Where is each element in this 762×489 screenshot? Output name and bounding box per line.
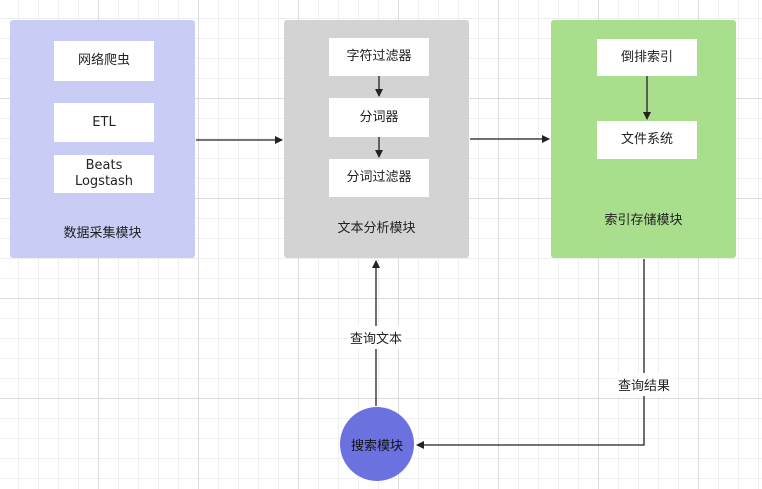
query-text-label: 查询文本 xyxy=(347,326,406,349)
data-collection-module-label: 数据采集模块 xyxy=(63,226,142,241)
token-filter-box: 分词过滤器 xyxy=(329,159,429,197)
etl-box: ETL xyxy=(54,103,154,142)
web-crawler-box: 网络爬虫 xyxy=(54,41,154,81)
char-filter-box: 字符过滤器 xyxy=(329,38,429,76)
file-system-box: 文件系统 xyxy=(597,121,697,159)
arrow-index-to-search xyxy=(416,259,645,449)
index-storage-module-label: 索引存储模块 xyxy=(604,213,683,228)
query-result-label: 查询结果 xyxy=(615,373,674,396)
inverted-index-box: 倒排索引 xyxy=(597,39,697,76)
search-module-label: 搜索模块 xyxy=(350,438,403,454)
beats-logstash-box: Beats Logstash xyxy=(54,155,154,193)
tokenizer-box: 分词器 xyxy=(329,98,429,137)
search-module: 搜索模块 xyxy=(340,407,414,481)
text-analysis-module-label: 文本分析模块 xyxy=(337,221,416,236)
